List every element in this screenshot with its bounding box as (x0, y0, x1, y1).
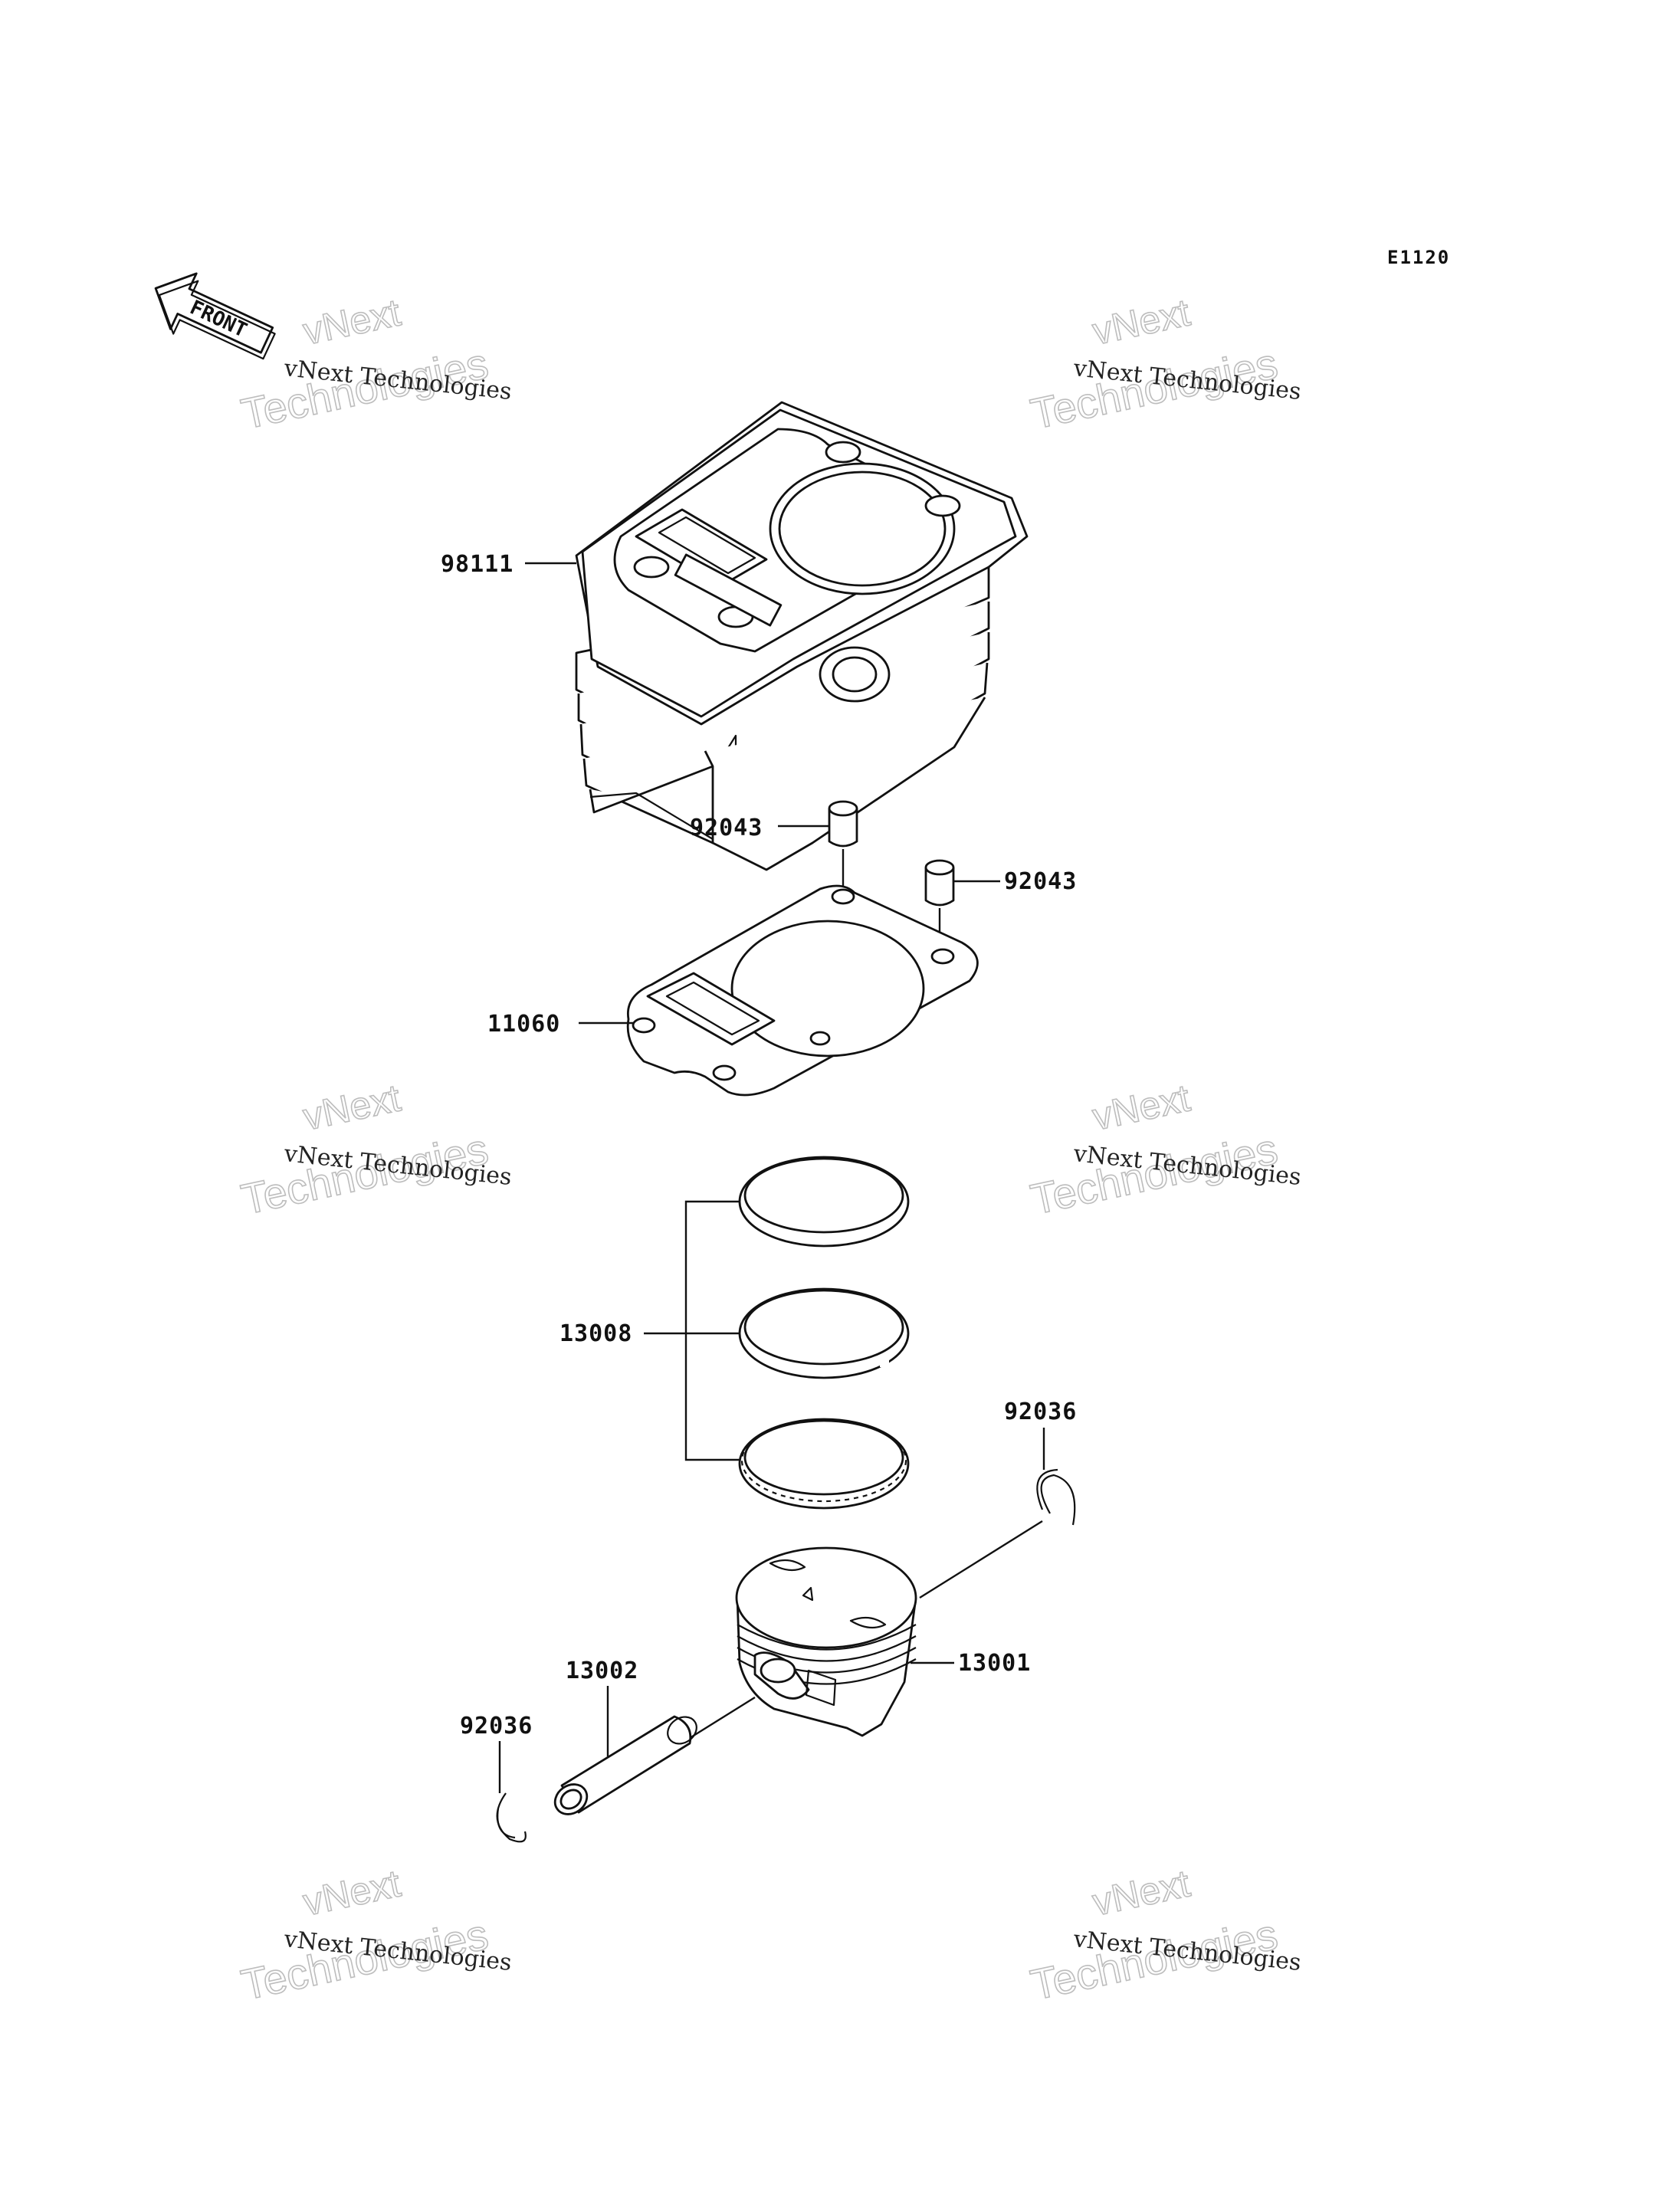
leader-line (684, 1200, 740, 1461)
watermark: vNext Technologies vNext Technologies (1026, 1076, 1303, 1225)
watermark-vnext: vNext (300, 290, 405, 353)
part-label-92036[interactable]: 92036 (460, 1713, 533, 1740)
part-label-92043[interactable]: 92043 (1004, 868, 1077, 895)
watermark-vnext: vNext (1089, 1861, 1194, 1923)
part-label-92036[interactable]: 92036 (1004, 1399, 1077, 1425)
part-label-98111[interactable]: 98111 (441, 551, 514, 578)
watermark-vnext: vNext (300, 1076, 405, 1138)
gasket-part[interactable] (626, 884, 979, 1097)
piston-ring-part[interactable] (738, 1287, 910, 1379)
oil-ring-part[interactable] (738, 1418, 910, 1510)
watermark: vNext Technologies vNext Technologies (237, 1861, 514, 2010)
cylinder-part[interactable] (575, 401, 1029, 871)
part-label-13001[interactable]: 13001 (958, 1650, 1031, 1677)
diagram-code: E1120 (1387, 247, 1450, 268)
part-label-13008[interactable]: 13008 (559, 1320, 632, 1347)
leader-line (689, 1696, 756, 1740)
watermark: vNext Technologies vNext Technologies (237, 1076, 514, 1225)
circlip-part[interactable] (1036, 1468, 1076, 1526)
piston-pin-part[interactable] (550, 1711, 702, 1820)
watermark: vNext Technologies vNext Technologies (1026, 1861, 1303, 2010)
piston-part[interactable] (735, 1546, 917, 1737)
dowel-pin-part[interactable] (924, 859, 955, 907)
watermark-vnext: vNext (300, 1861, 405, 1923)
circlip-part[interactable] (496, 1792, 527, 1843)
part-label-11060[interactable]: 11060 (487, 1011, 560, 1038)
piston-ring-part[interactable] (738, 1153, 910, 1248)
dowel-pin-part[interactable] (828, 800, 858, 848)
watermark: vNext Technologies vNext Technologies (237, 290, 514, 439)
leader-line (919, 1520, 1043, 1599)
front-arrow-icon: FRONT (154, 272, 276, 360)
watermark-vnext: vNext (1089, 1076, 1194, 1138)
watermark: vNext Technologies vNext Technologies (1026, 290, 1303, 439)
part-label-92043[interactable]: 92043 (690, 815, 763, 841)
watermark-vnext: vNext (1089, 290, 1194, 353)
part-label-13002[interactable]: 13002 (566, 1658, 638, 1684)
